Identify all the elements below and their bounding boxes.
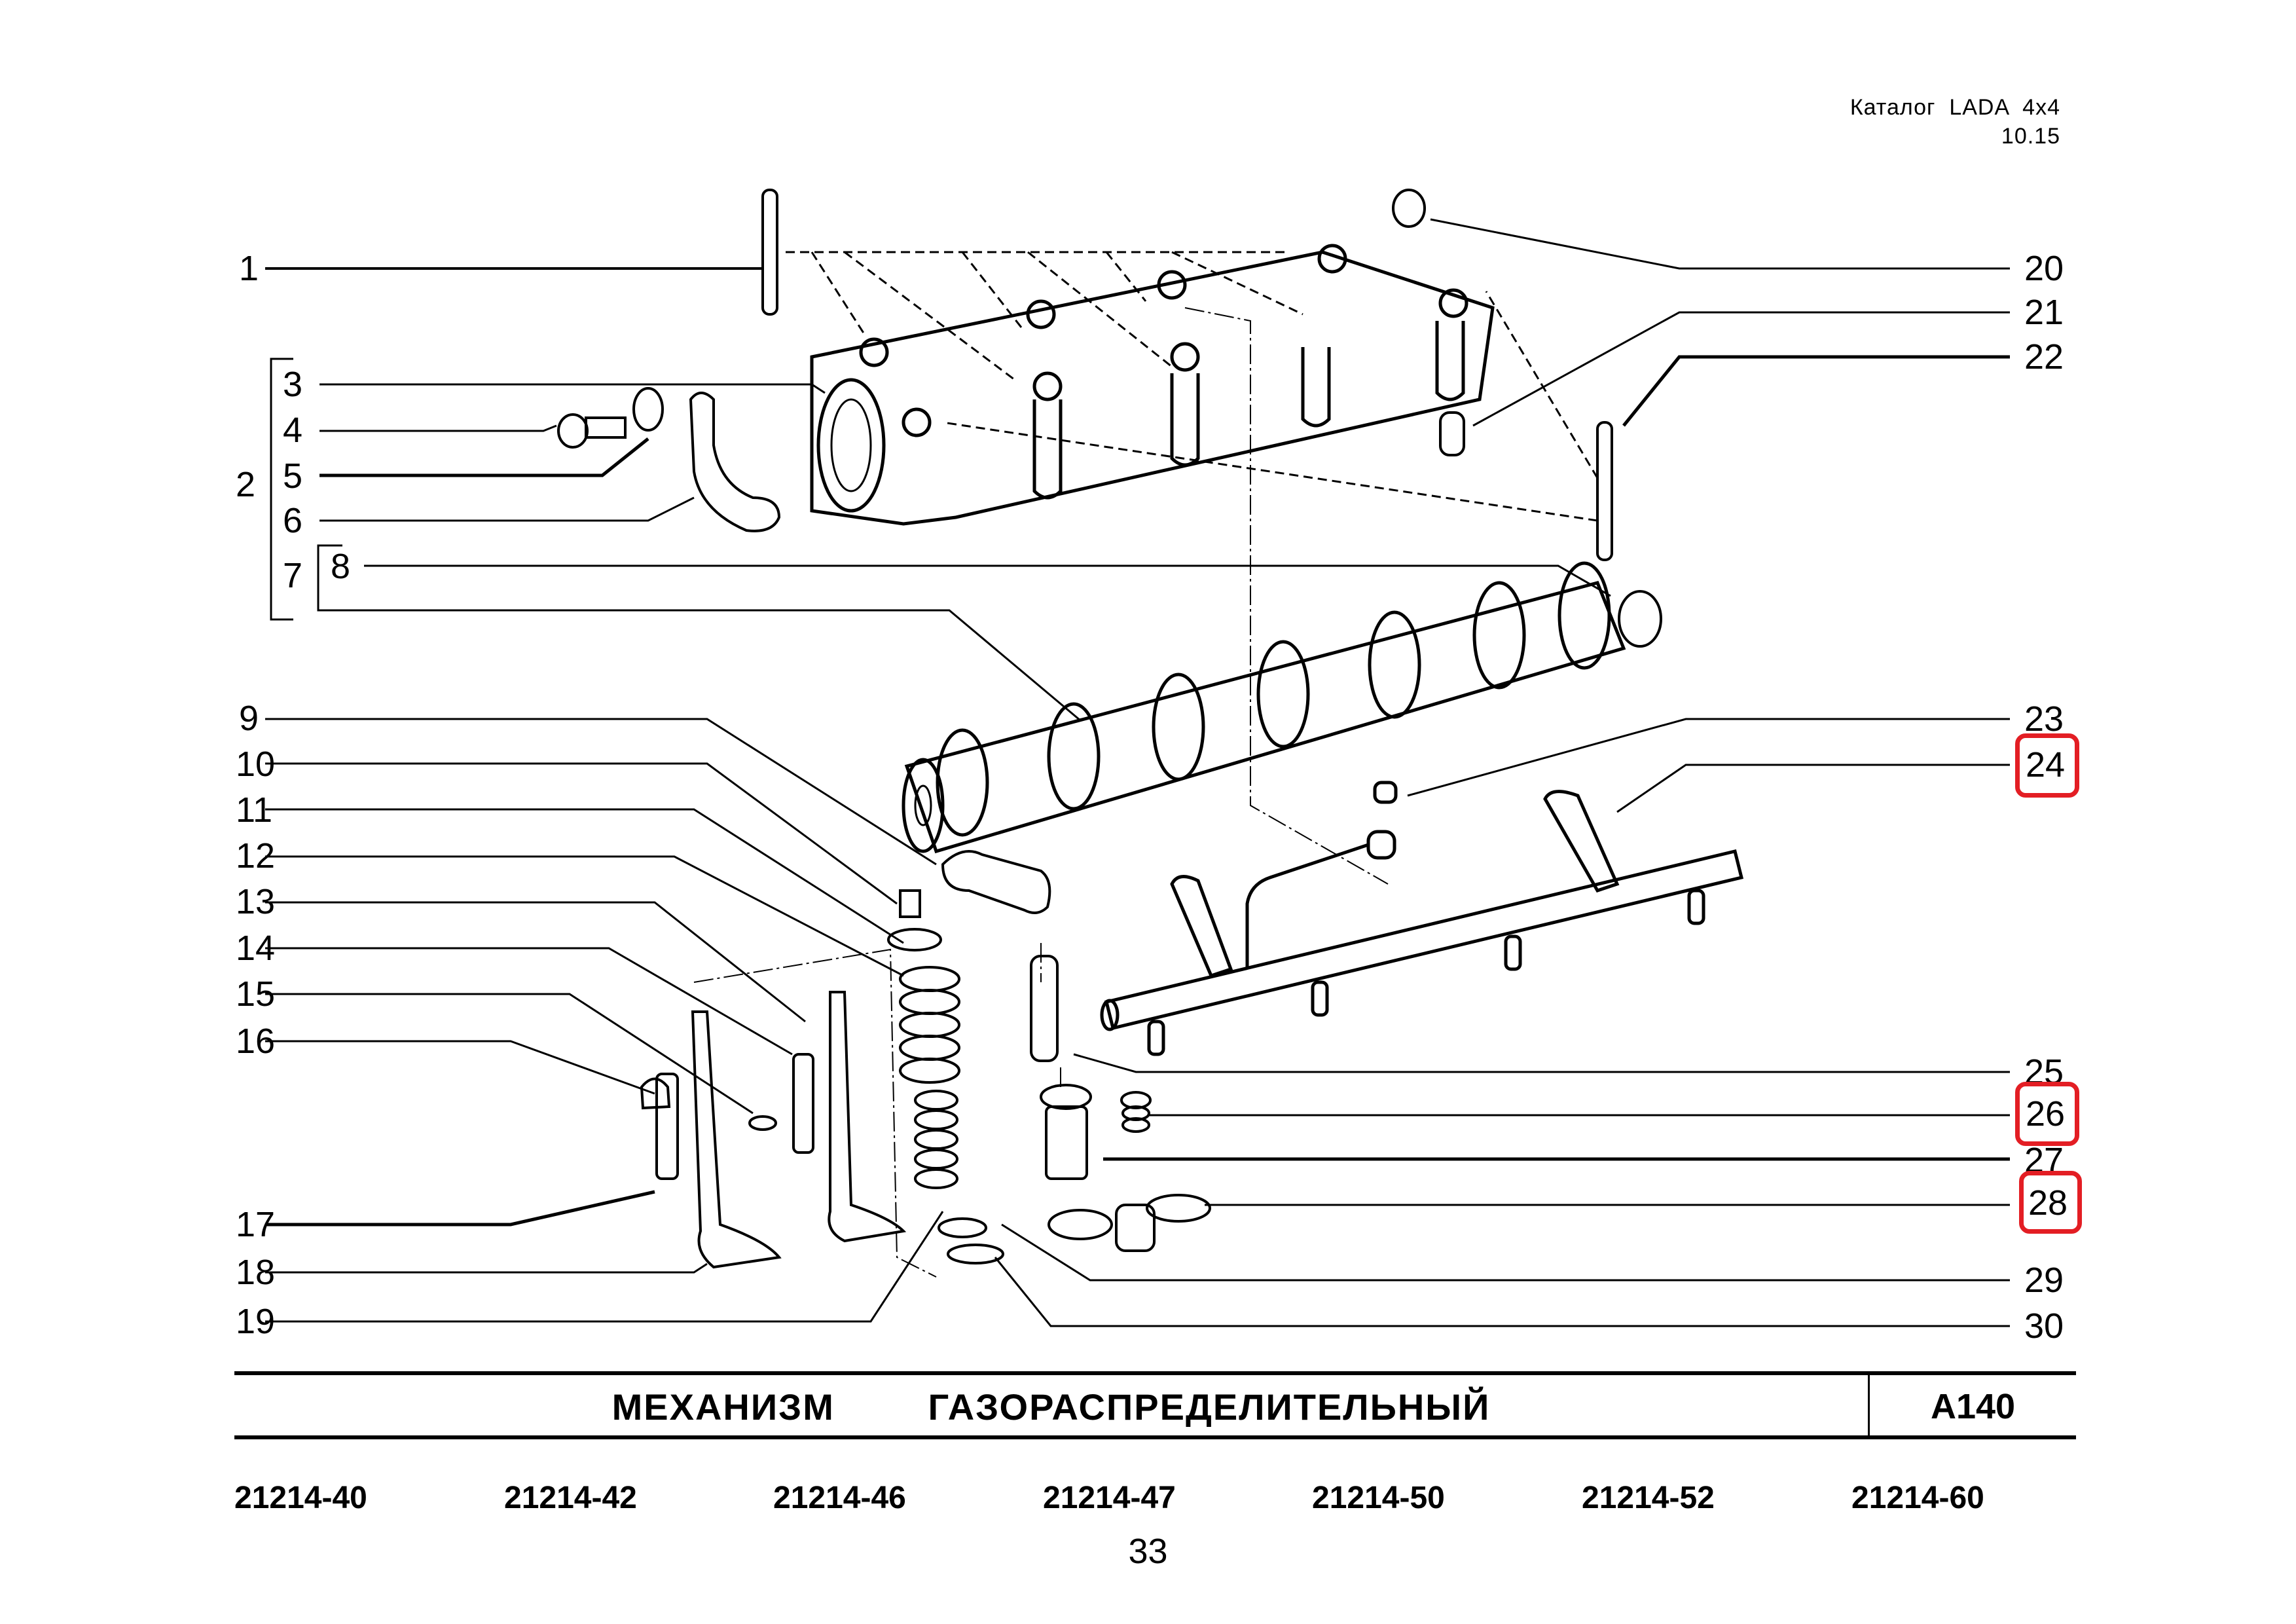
callout-16[interactable]: 16 [236,1022,276,1061]
part-14-valve-guide [792,1053,814,1154]
title-block: МЕХАНИЗМ ГАЗОРАСПРЕДЕЛИТЕЛЬНЫЙ A140 [234,1375,2076,1438]
group-bracket-2 [270,358,293,621]
assembly-title: МЕХАНИЗМ ГАЗОРАСПРЕДЕЛИТЕЛЬНЫЙ [611,1386,1491,1428]
callout-18[interactable]: 18 [236,1253,276,1292]
callout-29[interactable]: 29 [2024,1261,2064,1300]
highlight-box-28 [2019,1171,2082,1234]
part-18-valve [691,1010,782,1269]
callout-11[interactable]: 11 [236,790,273,830]
part-21-bushing [1439,411,1465,456]
part-10-cracker [899,889,921,918]
callout-15[interactable]: 15 [236,974,276,1014]
callout-10[interactable]: 10 [236,745,276,784]
leader-lines-right [994,218,2010,1327]
catalog-title: Каталог LADA 4x4 [1850,95,2060,120]
part-5-washer [632,387,664,432]
part-25-pusher [1030,955,1059,1062]
callout-24[interactable]: 24 [2026,745,2066,784]
part-1-stud [761,189,778,316]
model-code: 21214-42 [504,1481,637,1515]
callout-3[interactable]: 3 [283,365,303,404]
catalog-edition: 10.15 [2001,124,2060,149]
part-12-spring-outer [899,966,960,1084]
model-code: 21214-47 [1043,1481,1176,1515]
highlight-box-24 [2015,733,2079,798]
part-4-bolt [557,413,627,449]
callout-1[interactable]: 1 [239,249,259,288]
title-bottom-rule [234,1435,2076,1439]
callout-21[interactable]: 21 [2024,293,2064,332]
model-code: 21214-60 [1851,1481,1984,1515]
part-28-plate [1048,1194,1211,1252]
callout-23[interactable]: 23 [2024,699,2064,739]
model-code: 21214-52 [1582,1481,1715,1515]
part-9-rocker [941,850,1051,914]
model-code: 21214-50 [1312,1481,1445,1515]
part-7-camshaft [902,561,1626,854]
callout-30[interactable]: 30 [2024,1306,2064,1346]
title-top-rule [234,1371,2076,1375]
part-20-nut [1392,189,1426,228]
callout-26[interactable]: 26 [2026,1094,2066,1134]
callout-8[interactable]: 8 [331,547,351,586]
callout-12[interactable]: 12 [236,836,276,876]
part-16-valve-seal [640,1077,671,1110]
callout-22[interactable]: 22 [2024,337,2064,377]
part-17-valve-guide [655,1073,679,1180]
highlight-box-26 [2015,1082,2079,1146]
callout-6[interactable]: 6 [283,501,303,540]
applicable-models: 21214-40 21214-42 21214-46 21214-47 2121… [234,1480,2076,1519]
part-27-adjusting-bolt [1040,1084,1092,1180]
assembly-dashes [786,251,1599,522]
part-3-housing [810,244,1495,526]
part-13-valve [828,991,907,1243]
callout-17[interactable]: 17 [236,1205,276,1244]
model-code: 21214-40 [234,1481,367,1515]
callout-20[interactable]: 20 [2024,249,2064,288]
leader-lines-left [265,267,1611,1323]
part-30-washer [947,1244,1004,1264]
model-code: 21214-46 [773,1481,906,1515]
title-divider [1868,1375,1870,1438]
callout-13[interactable]: 13 [236,882,276,921]
part-11-spring-plate [887,928,942,951]
part-22-stud [1596,421,1613,561]
assembly-code: A140 [1930,1387,2016,1426]
oil-rail [1100,781,1744,1056]
callout-4[interactable]: 4 [283,411,303,450]
callout-7[interactable]: 7 [283,556,303,595]
catalog-header: Каталог LADA 4x4 10.15 [1850,93,2060,151]
callout-9[interactable]: 9 [239,699,259,738]
part-26-spring [1120,1091,1152,1133]
part-29-spring-washer [938,1217,987,1238]
part-15-ring [748,1115,777,1131]
part-6-plate [689,392,781,532]
callout-2[interactable]: 2 [236,465,256,504]
callout-14[interactable]: 14 [236,929,276,968]
centerlines [693,307,1389,1278]
callout-5[interactable]: 5 [283,456,303,496]
callout-19[interactable]: 19 [236,1302,276,1341]
part-19-spring-inner [914,1090,958,1189]
part-8-plug [1618,590,1662,648]
callout-28[interactable]: 28 [2028,1183,2068,1223]
page-number: 33 [1128,1532,1168,1571]
